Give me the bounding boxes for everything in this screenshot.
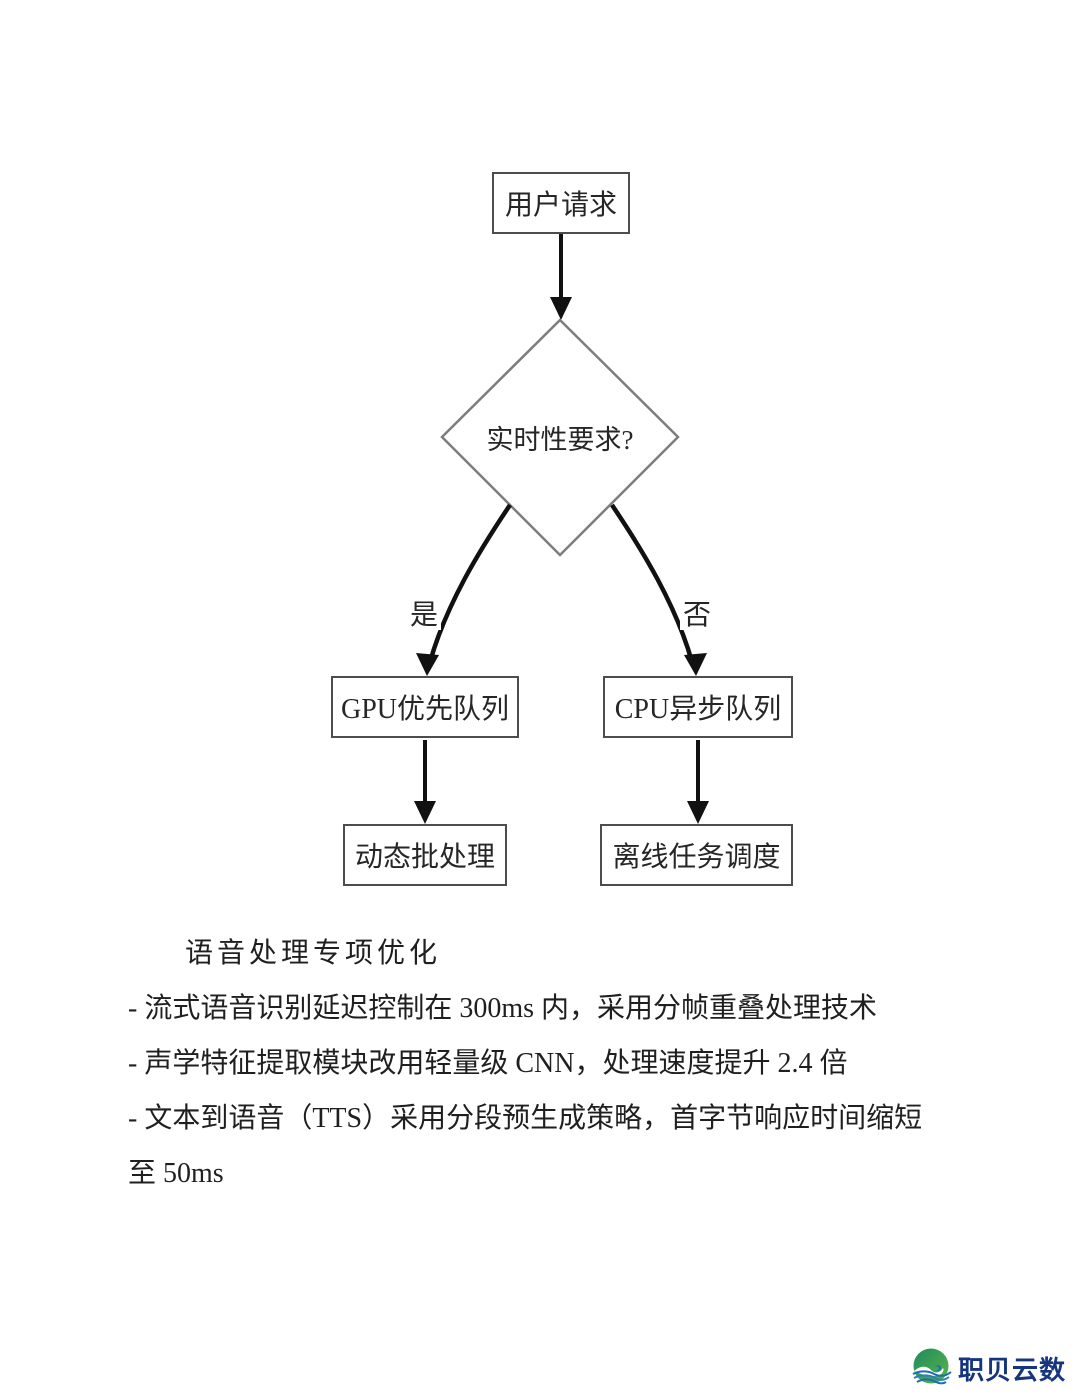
arrow-start-to-decision [550,234,572,320]
flowchart-node-gpu-queue: GPU优先队列 [331,676,519,738]
notes-line: - 流式语音识别延迟控制在 300ms 内，采用分帧重叠处理技术 [128,993,878,1024]
flowchart-node-gpu-queue-label: GPU优先队列 [340,694,509,725]
flowchart-node-start-label: 用户请求 [504,190,617,221]
brand-logo-icon [912,1348,952,1385]
notes-line: 至 50ms [128,1158,224,1189]
notes-line: - 声学特征提取模块改用轻量级 CNN，处理速度提升 2.4 倍 [128,1048,848,1079]
flowchart-node-start: 用户请求 [492,172,630,234]
edge-label-no: 否 [680,602,715,630]
flowchart-node-decision: 实时性要求? [442,320,678,554]
brand-footer: 职贝云数 [912,1347,1066,1389]
flowchart-node-dynamic-batching: 动态批处理 [343,824,507,886]
flowchart-node-cpu-queue: CPU异步队列 [603,676,793,738]
flowchart-node-offline-scheduling: 离线任务调度 [600,824,793,886]
brand-name: 职贝云数 [957,1354,1066,1385]
edge-label-yes: 是 [407,602,442,630]
notes-line: - 文本到语音（TTS）采用分段预生成策略，首字节响应时间缩短 [128,1103,923,1134]
flowchart-node-dynamic-batching-label: 动态批处理 [354,842,495,873]
arrow-gpu-to-batch [414,740,436,824]
flowchart-node-cpu-queue-label: CPU异步队列 [614,694,782,725]
arrow-cpu-to-offline [687,740,709,824]
flowchart-node-decision-label: 实时性要求? [486,424,634,455]
notes-heading: 语音处理专项优化 [185,938,442,969]
flowchart-node-offline-scheduling-label: 离线任务调度 [612,842,781,873]
